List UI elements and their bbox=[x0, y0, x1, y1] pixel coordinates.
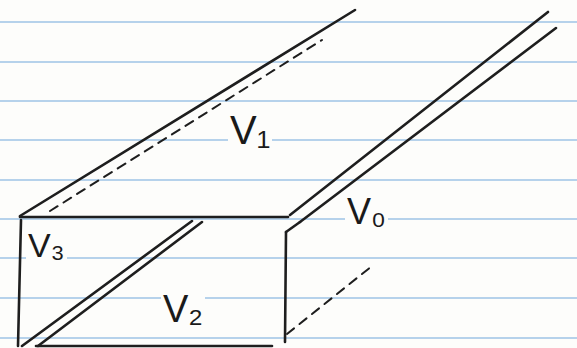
top-plate-hidden-edge bbox=[50, 40, 322, 211]
right-plate-edge bbox=[290, 12, 548, 215]
bottom-plate-front-edge bbox=[36, 345, 272, 348]
left-plate-front-edge bbox=[18, 220, 21, 346]
plate-voltage-label: V₂ bbox=[161, 290, 205, 328]
right-plate-corner bbox=[286, 222, 300, 232]
electrode-box bbox=[18, 10, 556, 346]
plate-voltage-label: V₁ bbox=[228, 110, 272, 150]
right-plate-front-edge bbox=[285, 232, 286, 342]
ruled-lines bbox=[0, 22, 577, 338]
plate-voltage-label: V₃ bbox=[26, 228, 67, 262]
top-plate-edge bbox=[20, 10, 355, 216]
right-plate-hidden-edge bbox=[287, 266, 372, 334]
right-plate-edge bbox=[300, 28, 556, 222]
plate-voltage-label: V₀ bbox=[345, 194, 388, 230]
front-top-edge bbox=[20, 216, 288, 219]
